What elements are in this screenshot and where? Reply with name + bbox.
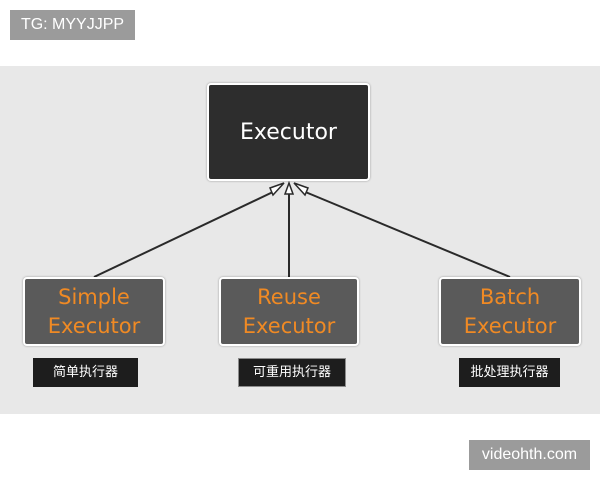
inheritance-arrows xyxy=(93,180,511,278)
diagram-panel: Executor Simple Executor Reuse Executor … xyxy=(0,66,600,414)
batch-executor-label-line2: Executor xyxy=(463,313,557,338)
arrowhead-batch xyxy=(293,182,310,197)
watermark-top-left: TG: MYYJJPP xyxy=(10,10,135,40)
batch-executor-box: Batch Executor xyxy=(439,277,581,346)
batch-executor-label-line1: Batch xyxy=(479,284,541,309)
reuse-executor-caption: 可重用执行器 xyxy=(238,358,346,387)
watermark-bottom-right: videohth.com xyxy=(469,440,590,470)
simple-executor-caption: 简单执行器 xyxy=(33,358,138,387)
executor-box: Executor xyxy=(207,83,370,181)
reuse-executor-label-line1: Reuse xyxy=(257,284,321,309)
batch-executor-caption: 批处理执行器 xyxy=(459,358,560,387)
simple-executor-label-line1: Simple xyxy=(58,284,130,309)
arrowhead-reuse xyxy=(283,180,295,195)
arrow-simple-to-executor xyxy=(93,190,276,278)
reuse-executor-box: Reuse Executor xyxy=(219,277,359,346)
arrowhead-simple xyxy=(268,182,285,197)
executor-label: Executor xyxy=(240,119,337,145)
reuse-executor-label-line2: Executor xyxy=(242,313,336,338)
simple-executor-label-line2: Executor xyxy=(47,313,141,338)
simple-executor-box: Simple Executor xyxy=(23,277,165,346)
arrow-batch-to-executor xyxy=(302,190,511,278)
